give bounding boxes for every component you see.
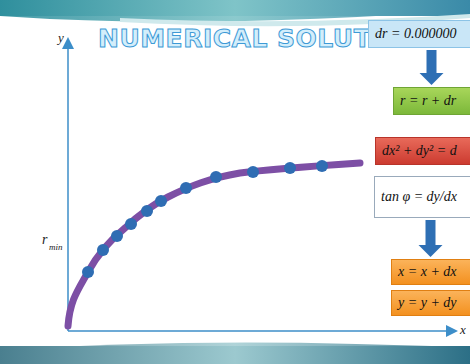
axis-label: x [460,322,466,338]
step-box: r = r + dr [393,87,470,115]
step-box: tan φ = dy/dx [374,176,470,218]
flow-arrow [420,50,444,85]
step-formula: r = r + dr [394,93,456,109]
step-formula: y = y + dy [392,295,457,311]
solution-points [82,160,328,278]
axis-label: y [58,30,64,46]
axis-label: r [42,232,47,248]
step-box: dr = 0.000000 [368,20,470,48]
step-formula: x = x + dx [392,264,457,280]
y-axis [67,40,69,331]
step-formula: dr = 0.000000 [369,26,456,42]
step-box: dx² + dy² = d [375,137,470,165]
step-box: y = y + dy [391,290,470,316]
step-formula: dx² + dy² = d [376,143,457,159]
flow-arrow [419,220,443,257]
bottom-swoosh [0,342,470,364]
step-formula: tan φ = dy/dx [375,189,457,205]
axis-label: min [49,242,63,252]
x-axis [68,330,455,332]
step-box: x = x + dx [391,259,470,285]
solution-curve [68,163,360,326]
